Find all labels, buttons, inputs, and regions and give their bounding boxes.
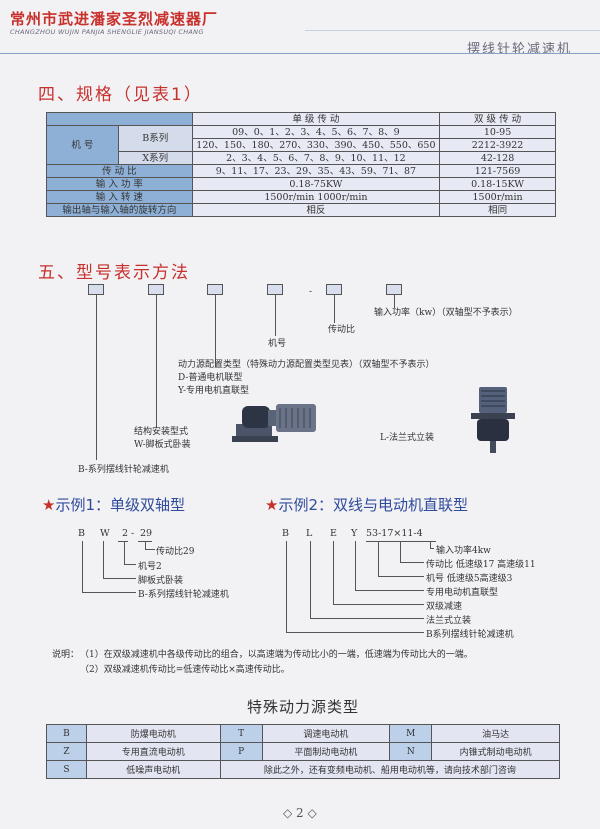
- code-box-drive: [207, 284, 223, 295]
- example1-code-w: W: [100, 528, 110, 539]
- x-single: 2、3、4、5、6、7、8、9、10、11、12: [191, 151, 441, 165]
- example2-code-e: E: [330, 528, 337, 539]
- star-icon: ★: [42, 496, 56, 514]
- example2-title: ★示例2：双线与电动机直联型: [265, 496, 468, 514]
- example1-code-2: 2: [122, 528, 129, 539]
- page-number: ◇ 2 ◇: [283, 806, 317, 820]
- power-code: T: [219, 724, 263, 743]
- example2-label-double: 双级减速: [426, 602, 463, 612]
- power-types-title: 特殊动力源类型: [247, 698, 360, 716]
- head-double: 双 级 传 动: [439, 112, 556, 126]
- label-series: B-系列摆线针轮减速机: [78, 465, 169, 475]
- notes-prefix: 说明：: [52, 650, 80, 660]
- power-types-table: B 防爆电动机 T 调速电动机 M 油马达 Z 专用直流电动机 P 平面制动电动…: [46, 724, 561, 779]
- power-name: 防爆电动机: [85, 724, 221, 743]
- label-ratio: 传动比: [328, 325, 356, 335]
- b-series-label: B系列: [117, 125, 193, 152]
- power-code: S: [46, 760, 87, 779]
- star-icon: ★: [265, 496, 279, 514]
- x-double: 42-128: [439, 151, 556, 165]
- speed-double: 1500r/min: [439, 190, 556, 204]
- example2-label-series: B系列摆线针轮减速机: [426, 630, 514, 640]
- code-box-mount: [148, 284, 164, 295]
- example1-code-29: 29: [140, 528, 153, 539]
- power-name: 平面制动电动机: [261, 742, 391, 761]
- code-box-series: [88, 284, 104, 295]
- b-single-2: 120、150、180、270、330、390、450、550、650: [191, 138, 441, 152]
- example1-label-mount: 脚板式卧装: [138, 576, 184, 586]
- company-name-cn: 常州市武进潘家圣烈减速器厂: [10, 10, 219, 28]
- example2-code-rest: 53-17×11-4: [366, 528, 423, 539]
- power-name: 油马达: [431, 724, 560, 743]
- example1-code-dash: -: [131, 528, 135, 539]
- example1-label-model: 机号2: [138, 562, 162, 572]
- power-name: 调速电动机: [261, 724, 391, 743]
- row-model-label: 机 号: [46, 125, 119, 165]
- example2-code-b: B: [282, 528, 289, 539]
- label-drive-3: Y-专用电机直联型: [178, 386, 249, 396]
- example2-code-y: Y: [351, 528, 358, 539]
- example2-label-power: 输入功率4kw: [436, 546, 491, 556]
- power-code: N: [389, 742, 433, 761]
- b-double-2: 2212-3922: [439, 138, 556, 152]
- example2-label-flange: 法兰式立装: [426, 616, 472, 626]
- label-mount-2: W-脚板式卧装: [134, 440, 191, 450]
- company-name-en: CHANGZHOU WUJIN PANJIA SHENGLIE JIANSUQI…: [10, 28, 204, 36]
- b-single-1: 09、0、1、2、3、4、5、6、7、8、9: [191, 125, 441, 139]
- label-power: 输入功率（kw）（双轴型不予表示）: [374, 308, 518, 318]
- ratio-double: 121-7569: [439, 164, 556, 178]
- power-code: M: [389, 724, 433, 743]
- label-drive-2: D-普通电机联型: [178, 373, 243, 383]
- section5-title: 五、型号表示方法: [38, 263, 190, 283]
- spec-table: 单 级 传 动 双 级 传 动 机 号 B系列 09、0、1、2、3、4、5、6…: [46, 112, 556, 217]
- power-name: 低噪声电动机: [85, 760, 221, 779]
- vertical-reducer-image: [471, 387, 515, 453]
- label-drive-1: 动力源配置类型（特殊动力源配置类型见表）（双轴型不予表示）: [178, 360, 435, 370]
- example2-label-model: 机号 低速级5高速级3: [426, 574, 513, 584]
- power-name: 专用直流电动机: [85, 742, 221, 761]
- example1-label-series: B-系列摆线针轮减速机: [138, 590, 229, 600]
- ratio-single: 9、11、17、23、29、35、43、59、71、87: [191, 164, 441, 178]
- speed-single: 1500r/min 1000r/min: [191, 190, 441, 204]
- code-box-power: [386, 284, 402, 295]
- b-double-1: 10-95: [439, 125, 556, 139]
- note-2: （2）双级减速机传动比=低速传动比×高速传动比。: [80, 665, 290, 675]
- power-single: 0.18-75KW: [191, 177, 441, 191]
- power-note: 除此之外，还有变频电动机、船用电动机等，请向技术部门咨询: [219, 760, 561, 779]
- power-name: 内锥式制动电动机: [431, 742, 560, 761]
- dir-double: 相同: [439, 203, 556, 217]
- section4-title: 四、规格（见表1）: [38, 85, 203, 105]
- product-title: 摆线针轮减速机: [466, 42, 572, 57]
- power-code: Z: [46, 742, 87, 761]
- header-rule-thin: [305, 30, 600, 31]
- dir-label: 输出轴与输入轴的旋转方向: [46, 203, 193, 217]
- code-box-ratio: [326, 284, 342, 295]
- code-box-model: [267, 284, 283, 295]
- example2-code-l: L: [306, 528, 313, 539]
- example1-code-b: B: [78, 528, 85, 539]
- dir-single: 相反: [191, 203, 441, 217]
- horizontal-reducer-image: [232, 404, 316, 442]
- example1-label-ratio: 传动比29: [156, 547, 195, 557]
- power-code: P: [219, 742, 263, 761]
- speed-label: 输 入 转 速: [46, 190, 193, 204]
- spec-corner: [46, 112, 193, 126]
- label-flange: L-法兰式立装: [380, 433, 435, 443]
- power-code: B: [46, 724, 87, 743]
- head-single: 单 级 传 动: [191, 112, 441, 126]
- note-1: （1）在双级减速机中各级传动比的组合，以高速端为传动比小的一端，低速端为传动比大…: [80, 650, 473, 660]
- example2-label-ratio: 传动比 低速级17 高速级11: [426, 560, 536, 570]
- power-label: 输 入 功 率: [46, 177, 193, 191]
- x-series-label: X系列: [117, 151, 193, 165]
- example1-title: ★示例1：单级双轴型: [42, 496, 185, 514]
- ratio-label: 传 动 比: [46, 164, 193, 178]
- header-rule: [0, 53, 600, 54]
- power-double: 0.18-15KW: [439, 177, 556, 191]
- label-model: 机号: [268, 339, 287, 349]
- example2-label-motor: 专用电动机直联型: [426, 588, 499, 598]
- label-mount-1: 结构安装型式: [134, 427, 189, 437]
